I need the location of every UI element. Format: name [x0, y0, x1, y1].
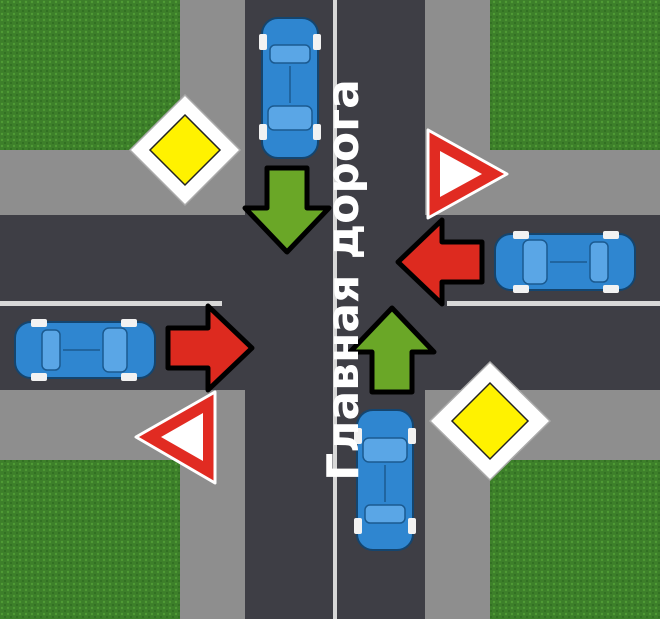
main-road-label: Главная дорога: [318, 79, 369, 481]
car-right: [494, 230, 636, 294]
main-road-center-line: [333, 0, 337, 619]
priority-road-sign-bottom: [428, 360, 552, 482]
lane-line-left: [0, 301, 222, 306]
lane-line-right: [447, 301, 660, 306]
yield-sign-right: [426, 128, 509, 220]
yield-sign-left: [134, 390, 217, 485]
car-top: [258, 17, 322, 159]
priority-road-sign-top: [128, 93, 242, 207]
car-left: [14, 318, 156, 382]
